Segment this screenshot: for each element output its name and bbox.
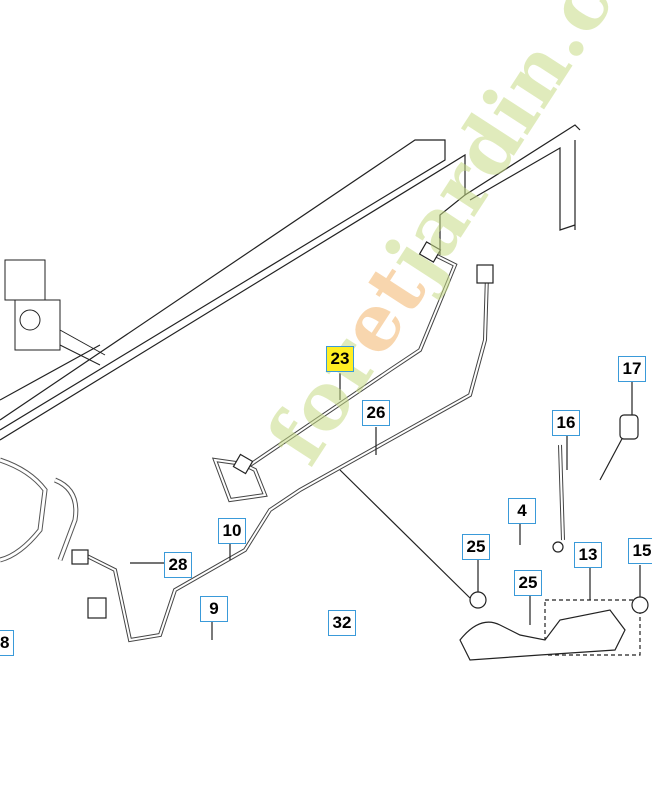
- pipe-26: [84, 274, 488, 642]
- nut: [552, 541, 564, 553]
- callout-32[interactable]: 32: [328, 610, 356, 636]
- fitting: [418, 241, 442, 263]
- callout-25b[interactable]: 25: [514, 570, 542, 596]
- frame-line: [0, 344, 101, 401]
- callout-15[interactable]: 15: [628, 538, 652, 564]
- callout-18[interactable]: 18: [0, 630, 14, 656]
- engine-detail: [4, 259, 106, 366]
- pipe-23: [213, 249, 457, 502]
- hose-left: [0, 458, 47, 562]
- fitting: [631, 596, 649, 614]
- callout-17[interactable]: 17: [618, 356, 646, 382]
- hose-left: [54, 478, 78, 561]
- fitting: [469, 591, 487, 609]
- frame-line: [469, 146, 576, 231]
- fitting: [71, 549, 89, 565]
- fitting: [232, 453, 254, 475]
- valve-block: [544, 599, 641, 656]
- callout-23[interactable]: 23: [326, 346, 354, 372]
- frame-line: [0, 139, 446, 431]
- callout-26[interactable]: 26: [362, 400, 390, 426]
- callout-10[interactable]: 10: [218, 518, 246, 544]
- valve-body: [459, 609, 626, 661]
- callout-28[interactable]: 28: [164, 552, 192, 578]
- clamp: [87, 597, 107, 619]
- rod: [559, 444, 564, 541]
- leader-line: [339, 469, 471, 599]
- callout-9[interactable]: 9: [200, 596, 228, 622]
- hose-left: [0, 457, 48, 563]
- fitting: [476, 264, 494, 284]
- callout-13[interactable]: 13: [574, 542, 602, 568]
- callout-16[interactable]: 16: [552, 410, 580, 436]
- knob: [619, 414, 639, 440]
- callout-25a[interactable]: 25: [462, 534, 490, 560]
- frame-line: [464, 124, 581, 196]
- callout-4[interactable]: 4: [508, 498, 536, 524]
